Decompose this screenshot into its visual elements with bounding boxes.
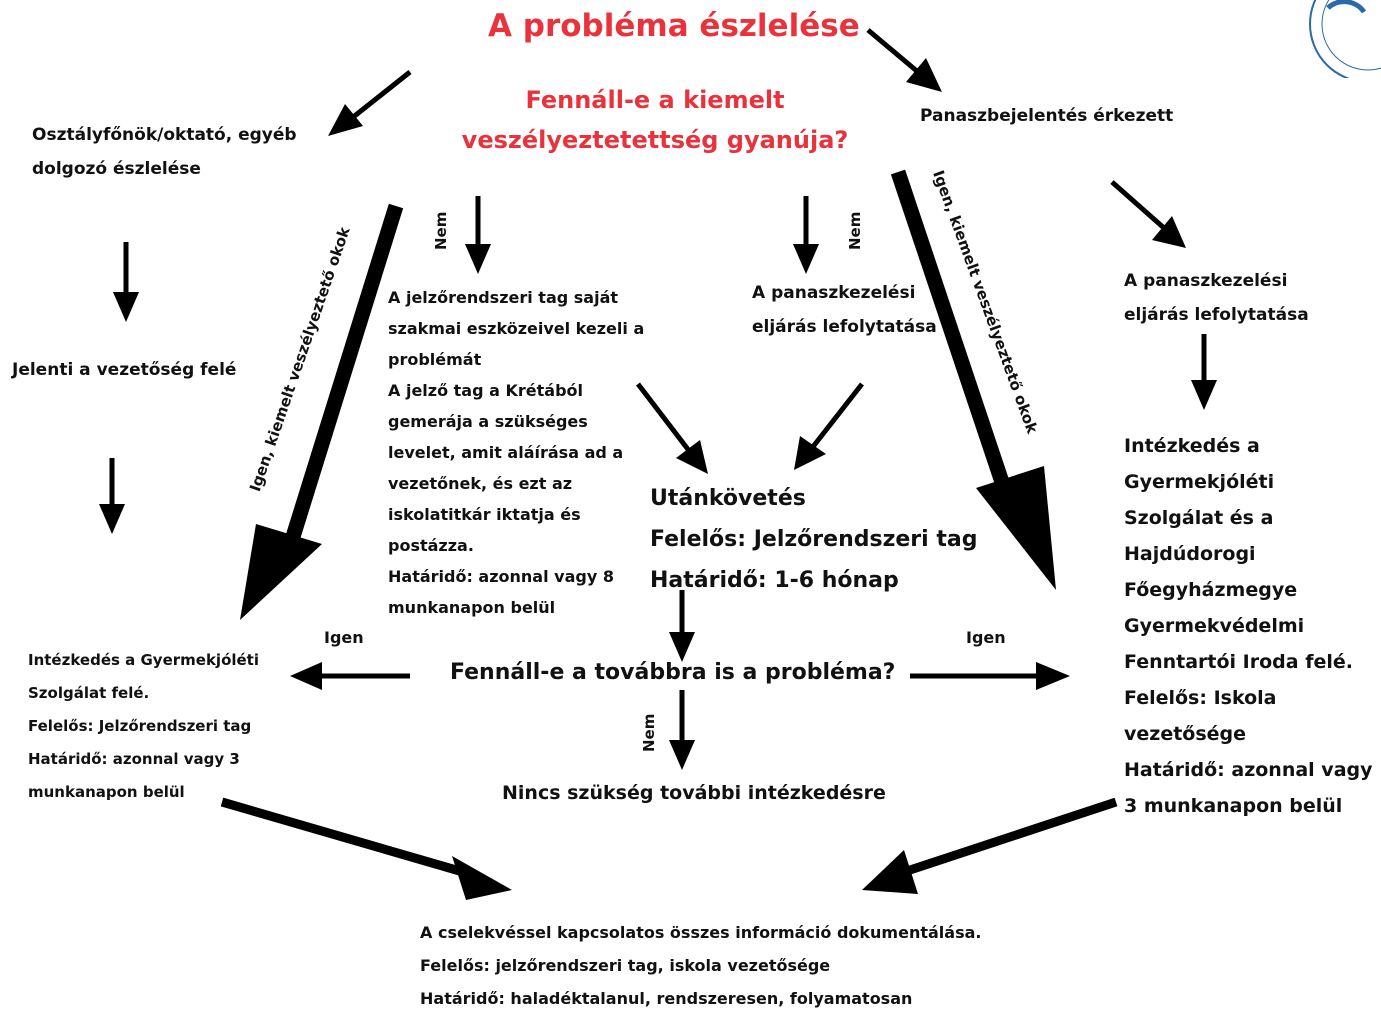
arrow-to-followup-right	[794, 382, 864, 470]
edge-label-yes-right: Igen	[966, 628, 1006, 647]
no-further-action: Nincs szükség további intézkedésre	[502, 782, 886, 804]
center-left-line: levelet, amit aláírása ad a	[388, 443, 624, 462]
right-action-line: Szolgálat és a	[1124, 507, 1274, 529]
arrow-followup-down	[669, 590, 695, 662]
left-action: Intézkedés a Gyermekjóléti Szolgálat fel…	[28, 644, 259, 809]
persist-question: Fennáll-e a továbbra is a probléma?	[450, 660, 896, 685]
left-source-text: Osztályfőnök/oktató, egyéb dolgozó észle…	[32, 125, 297, 179]
diagram-title: A probléma észlelése	[488, 8, 860, 44]
documentation-block: A cselekvéssel kapcsolatos összes inform…	[420, 916, 981, 1015]
right-action-line: Gyermekvédelmi	[1124, 615, 1305, 637]
left-action-line: munkanapon belül	[28, 783, 185, 801]
center-left-line: iskolatitkár iktatja és	[388, 505, 581, 524]
left-report: Jelenti a vezetőség felé	[12, 360, 237, 380]
left-action-line: Intézkedés a Gyermekjóléti	[28, 651, 259, 669]
followup-line: Határidő: 1-6 hónap	[650, 568, 899, 593]
arrow-big-right	[890, 169, 1056, 590]
arrow-no-right	[793, 196, 819, 274]
left-source: Osztályfőnök/oktató, egyéb dolgozó észle…	[32, 118, 332, 186]
center-left-line: problémát	[388, 350, 482, 369]
right-action-line: Határidő: azonnal vagy	[1124, 759, 1373, 781]
followup-line: Felelős: Jelzőrendszeri tag	[650, 527, 978, 552]
center-right-line: A panaszkezelési	[752, 283, 916, 303]
right-procedure-line: eljárás lefolytatása	[1124, 305, 1309, 325]
right-procedure: A panaszkezelési eljárás lefolytatása	[1124, 264, 1309, 332]
right-action-line: vezetősége	[1124, 723, 1247, 745]
right-action-line: Gyermekjóléti	[1124, 471, 1275, 493]
kiemelt-question-text: Fennáll-e a kiemelt veszélyeztetettség g…	[461, 86, 849, 154]
arrow-no-bottom	[669, 690, 695, 770]
arrow-to-followup-left	[636, 382, 708, 474]
arrow-bottom-left	[220, 797, 512, 900]
logo-seal	[1309, 0, 1381, 78]
right-action-line: Fenntartói Iroda felé.	[1124, 651, 1353, 673]
left-action-line: Határidő: azonnal vagy 3	[28, 750, 240, 768]
arrow-big-left	[240, 203, 404, 620]
right-action-line: Felelős: Iskola	[1124, 687, 1277, 709]
left-action-line: Felelős: Jelzőrendszeri tag	[28, 717, 252, 735]
arrow-right-down	[1191, 334, 1217, 410]
center-left-line: Határidő: azonnal vagy 8	[388, 567, 614, 586]
arrow-no-left	[465, 196, 491, 274]
arrow-to-left-source	[328, 70, 412, 136]
right-action: Intézkedés a Gyermekjóléti Szolgálat és …	[1124, 428, 1373, 824]
center-left-line: A jelző tag a Krétából	[388, 381, 583, 400]
right-action-line: Intézkedés a	[1124, 435, 1260, 457]
followup-line: Utánkövetés	[650, 486, 806, 511]
center-right-procedure: A panaszkezelési eljárás lefolytatása	[752, 276, 937, 344]
center-left-line: munkanapon belül	[388, 598, 556, 617]
right-action-line: Hajdúdorogi	[1124, 543, 1256, 565]
arrow-right-source	[1110, 180, 1186, 248]
center-left-line: postázza.	[388, 536, 474, 555]
right-procedure-line: A panaszkezelési	[1124, 271, 1288, 291]
center-left-line: gemerája a szükséges	[388, 412, 588, 431]
right-action-line: 3 munkanapon belül	[1124, 795, 1343, 817]
arrow-left-down-2	[99, 458, 125, 534]
edge-label-no-bottom: Nem	[640, 713, 658, 752]
arrow-yes-left	[290, 662, 410, 690]
arrow-left-down-1	[113, 242, 139, 322]
left-action-line: Szolgálat felé.	[28, 684, 150, 702]
right-action-line: Főegyházmegye	[1124, 579, 1298, 601]
right-source: Panaszbejelentés érkezett	[920, 106, 1174, 126]
documentation-line: Határidő: haladéktalanul, rendszeresen, …	[420, 989, 913, 1008]
edge-label-yes-left: Igen	[324, 628, 364, 647]
followup-block: Utánkövetés Felelős: Jelzőrendszeri tag …	[650, 478, 977, 601]
center-left-line: A jelzőrendszeri tag saját	[388, 288, 619, 307]
arrow-bottom-right	[862, 797, 1118, 894]
arrow-yes-right	[910, 662, 1070, 690]
edge-label-no-right: Nem	[846, 211, 864, 250]
center-left-line: vezetőnek, és ezt az	[388, 474, 573, 493]
center-right-line: eljárás lefolytatása	[752, 317, 937, 337]
documentation-line: Felelős: jelzőrendszeri tag, iskola veze…	[420, 956, 831, 975]
center-left-steps: A jelzőrendszeri tag saját szakmai eszkö…	[388, 282, 644, 623]
documentation-line: A cselekvéssel kapcsolatos összes inform…	[420, 923, 982, 942]
edge-label-no-left: Nem	[432, 211, 450, 250]
arrow-to-right-source	[866, 28, 942, 92]
center-left-line: szakmai eszközeivel kezeli a	[388, 319, 645, 338]
kiemelt-question: Fennáll-e a kiemelt veszélyeztetettség g…	[410, 80, 900, 160]
